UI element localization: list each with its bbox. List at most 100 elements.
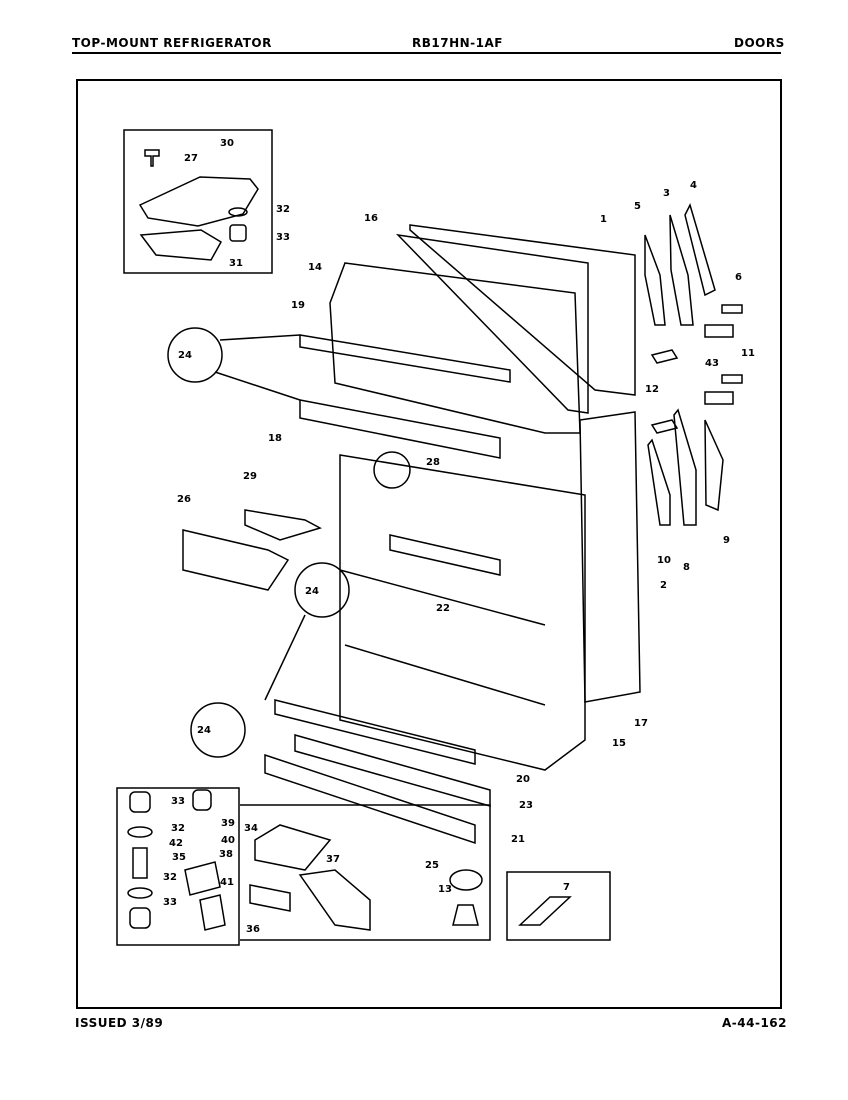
liner-shelf-line-2	[344, 644, 546, 706]
callout-32c: 32	[163, 872, 177, 883]
freezer-door-outer	[409, 224, 636, 396]
freezer-shelf-rail-18	[299, 399, 501, 459]
shelf-rail-23-shape	[294, 734, 491, 807]
callout-7: 7	[563, 882, 570, 893]
hinge-30-shape	[138, 176, 259, 227]
callout-39: 39	[221, 818, 235, 829]
handle-8-shape	[673, 408, 697, 526]
diagram-frame	[76, 79, 782, 1009]
header-title: TOP-MOUNT REFRIGERATOR	[72, 36, 272, 50]
cap-6-shape	[721, 304, 743, 314]
shim-31-shape	[139, 229, 223, 261]
freezer-shelf-rail-19	[299, 334, 511, 383]
bracket-12-lower	[650, 419, 679, 434]
callout-31: 31	[229, 258, 243, 269]
leader-24a-1	[219, 334, 301, 341]
callout-42: 42	[169, 838, 183, 849]
callout-24b: 24	[305, 586, 319, 597]
fresh-food-door-outer	[579, 411, 641, 703]
trim-4-shape	[684, 202, 716, 297]
callout-26: 26	[177, 494, 191, 505]
bottom-hinge-inset	[116, 787, 240, 946]
bracket-12-upper	[650, 349, 679, 364]
callout-22: 22	[436, 603, 450, 614]
handle-10-shape	[647, 438, 671, 526]
hinge-41-shape	[199, 894, 226, 931]
callout-12: 12	[645, 384, 659, 395]
callout-32a: 32	[276, 204, 290, 215]
callout-36: 36	[246, 924, 260, 935]
handle-3-shape	[669, 214, 694, 326]
callout-29: 29	[243, 471, 257, 482]
callout-20: 20	[516, 774, 530, 785]
callout-4: 4	[690, 180, 697, 191]
cap-43-lower-shape	[704, 391, 734, 405]
freezer-gasket	[395, 233, 589, 414]
callout-33c: 33	[163, 897, 177, 908]
callout-40: 40	[221, 835, 235, 846]
header-rule	[72, 52, 781, 54]
callout-27: 27	[184, 153, 198, 164]
hinge-parts-box	[240, 804, 491, 941]
endcap-detail-24a	[167, 327, 223, 383]
callout-34: 34	[244, 823, 258, 834]
liner-shelf-line-1	[339, 569, 546, 626]
plug-25-shape	[449, 869, 483, 891]
handle-5-shape	[644, 234, 666, 326]
callout-10: 10	[657, 555, 671, 566]
cap-43-upper-shape	[704, 324, 734, 338]
callout-38: 38	[219, 849, 233, 860]
dairy-compartment-26	[182, 529, 290, 591]
callout-24c: 24	[197, 725, 211, 736]
callout-21: 21	[511, 834, 525, 845]
callout-41: 41	[220, 877, 234, 888]
callout-37: 37	[326, 854, 340, 865]
callout-1: 1	[600, 214, 607, 225]
issue-date: ISSUED 3/89	[75, 1016, 164, 1030]
endcap-detail-24c	[190, 702, 246, 758]
callout-15: 15	[612, 738, 626, 749]
screw-27-shape	[144, 149, 160, 167]
bracket-37-shape	[298, 869, 371, 931]
fresh-food-door-liner	[339, 454, 586, 771]
washer-32a-shape	[127, 826, 153, 838]
shim-36-shape	[249, 884, 291, 912]
callout-8: 8	[683, 562, 690, 573]
callout-33b: 33	[171, 796, 185, 807]
pin-35-shape	[132, 847, 148, 879]
callout-13: 13	[438, 884, 452, 895]
header-model: RB17HN-1AF	[412, 36, 503, 50]
leader-24a-2	[214, 371, 301, 401]
endcap-detail-24b	[294, 562, 350, 618]
callout-19: 19	[291, 300, 305, 311]
bushing-33-shape	[229, 224, 247, 242]
washer-32b-shape	[127, 887, 153, 899]
callout-28: 28	[426, 457, 440, 468]
bushing-33b-shape	[129, 907, 151, 929]
washer-32-shape	[228, 207, 248, 217]
leader-24b	[264, 614, 306, 701]
stop-13-shape	[452, 904, 479, 926]
bushing-39-shape	[192, 789, 212, 811]
callout-35: 35	[172, 852, 186, 863]
callout-5: 5	[634, 201, 641, 212]
shelf-rail-21-shape	[264, 753, 476, 845]
page-code: A-44-162	[722, 1016, 787, 1030]
shelf-22-shape	[389, 534, 501, 576]
callout-6: 6	[735, 272, 742, 283]
dairy-door-29	[244, 509, 322, 541]
header-section: DOORS	[734, 36, 785, 50]
callout-3: 3	[663, 188, 670, 199]
top-hinge-inset	[123, 129, 273, 274]
callout-16: 16	[364, 213, 378, 224]
cap-detail-28	[373, 451, 411, 489]
callout-18: 18	[268, 433, 282, 444]
callout-24a: 24	[178, 350, 192, 361]
shelf-rail-20-shape	[274, 699, 476, 765]
callout-32b: 32	[171, 823, 185, 834]
callout-43: 43	[705, 358, 719, 369]
bushing-33a-shape	[129, 791, 151, 813]
hinge-34-shape	[254, 824, 332, 871]
callout-11: 11	[741, 348, 755, 359]
